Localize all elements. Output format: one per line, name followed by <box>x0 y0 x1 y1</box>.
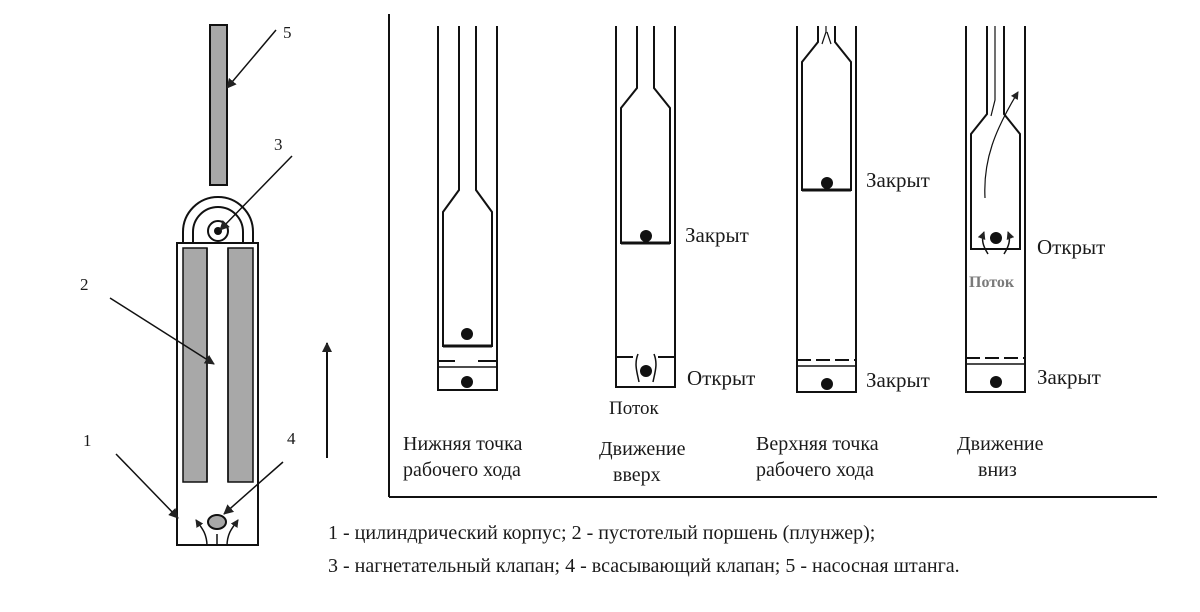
tube-stage-1 <box>437 26 498 391</box>
discharge-ball-stage-1 <box>461 328 473 340</box>
callout-2: 2 <box>80 275 89 294</box>
plunger-stage-3 <box>801 26 852 191</box>
suction-ball-stage-3 <box>821 378 833 390</box>
caption-stage-2-line-2: вверх <box>613 464 661 486</box>
state-lower-stage-3: Закрыт <box>866 368 930 392</box>
suction-ball-stage-4 <box>990 376 1002 388</box>
callout-arrow-5 <box>226 29 277 89</box>
state-lower-stage-2: Открыт <box>687 366 755 390</box>
caption-stage-4-line-1: Движение <box>957 433 1044 455</box>
state-upper-stage-4: Открыт <box>1037 235 1105 259</box>
stage-bottom-dead-center: Нижняя точка рабочего хода <box>403 26 522 481</box>
tube-stage-2 <box>615 26 676 388</box>
state-lower-stage-4: Закрыт <box>1037 365 1101 389</box>
caption-stage-1-line-1: Нижняя точка <box>403 433 522 455</box>
discharge-ball-stage-4 <box>990 232 1002 244</box>
plunger-stage-2 <box>620 26 671 244</box>
suction-ball-stage-1 <box>461 376 473 388</box>
state-upper-stage-3: Закрыт <box>866 168 930 192</box>
callout-arrow-3 <box>219 155 293 231</box>
caption-stage-2-line-1: Движение <box>599 438 686 460</box>
plunger-wall-left <box>182 247 208 483</box>
caption-stage-1-line-2: рабочего хода <box>403 459 521 481</box>
callout-3: 3 <box>274 135 283 154</box>
callout-1: 1 <box>83 431 92 450</box>
suction-ball-stage-2 <box>640 365 652 377</box>
tube-stage-4 <box>965 26 1026 393</box>
suction-valve <box>207 514 227 530</box>
pump-assembly: 5 3 2 1 4 <box>80 23 332 547</box>
flow-label-stage-2: Поток <box>609 398 660 419</box>
callout-arrow-4 <box>223 461 284 515</box>
stages-frame <box>388 14 1157 498</box>
stage-upstroke: Закрыт Открыт Поток Движение вверх <box>599 26 755 486</box>
discharge-ball-stage-3 <box>821 177 833 189</box>
plunger-stage-4 <box>970 26 1021 250</box>
valve-cage-inner <box>192 206 244 242</box>
flow-label-stage-4: Поток <box>969 274 1015 291</box>
sucker-rod <box>209 24 228 186</box>
legend-line-2: 3 - нагнетательный клапан; 4 - всасывающ… <box>328 555 960 577</box>
plunger-wall-right <box>227 247 254 483</box>
callout-5: 5 <box>283 23 292 42</box>
stage-top-dead-center: Закрыт Закрыт Верхняя точка рабочего ход… <box>756 26 930 481</box>
stage-downstroke: Поток Открыт Закрыт Движение вниз <box>957 26 1105 481</box>
legend-line-1: 1 - цилиндрический корпус; 2 - пустотелы… <box>328 522 875 544</box>
tube-stage-3 <box>796 26 857 393</box>
callout-4: 4 <box>287 429 296 448</box>
state-upper-stage-2: Закрыт <box>685 223 749 247</box>
discharge-ball-stage-2 <box>640 230 652 242</box>
callout-arrow-1 <box>115 453 179 519</box>
valve-cage-outer <box>182 196 254 242</box>
plunger-stage-1 <box>442 26 493 347</box>
caption-stage-3-line-1: Верхняя точка <box>756 433 879 455</box>
caption-stage-3-line-2: рабочего хода <box>756 459 874 481</box>
caption-stage-4-line-2: вниз <box>978 459 1017 481</box>
legend: 1 - цилиндрический корпус; 2 - пустотелы… <box>328 522 960 577</box>
callout-arrow-2 <box>109 297 215 365</box>
